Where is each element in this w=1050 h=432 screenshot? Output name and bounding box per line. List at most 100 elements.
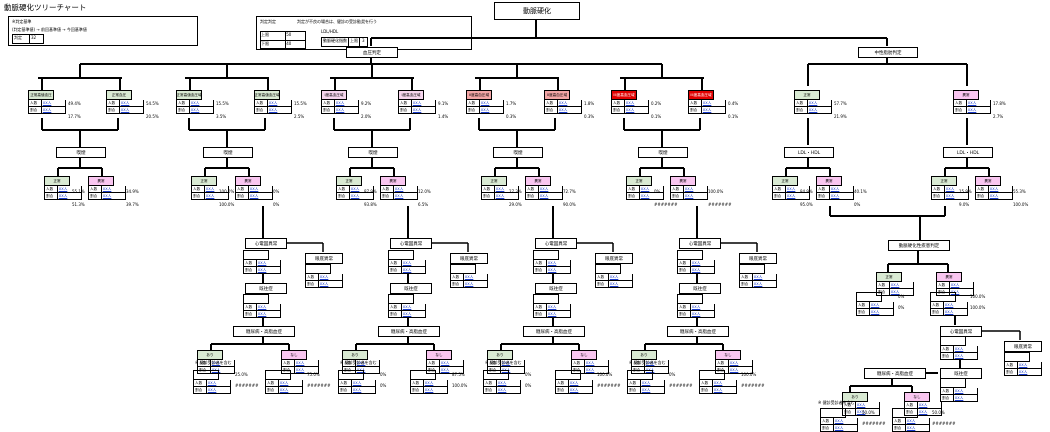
count-link[interactable]: XX人 bbox=[497, 380, 507, 385]
count-link[interactable]: XX人 bbox=[394, 193, 404, 198]
count-link[interactable]: XX人 bbox=[967, 100, 977, 105]
count-link[interactable]: XX人 bbox=[569, 387, 579, 392]
count-link[interactable]: XX人 bbox=[319, 281, 329, 286]
count-link[interactable]: XX人 bbox=[480, 107, 490, 112]
count-link[interactable]: XX人 bbox=[402, 311, 412, 316]
count-link[interactable]: XX人 bbox=[558, 100, 568, 105]
count-link[interactable]: XX人 bbox=[641, 387, 651, 392]
count-link[interactable]: XX人 bbox=[954, 346, 964, 351]
count-link[interactable]: XX人 bbox=[870, 309, 880, 314]
count-link[interactable]: XX人 bbox=[906, 418, 916, 423]
count-link[interactable]: XX人 bbox=[808, 100, 818, 105]
count-link[interactable]: XX人 bbox=[906, 425, 916, 430]
count-link[interactable]: XX人 bbox=[249, 193, 259, 198]
count-link[interactable]: XX人 bbox=[585, 360, 595, 365]
count-link[interactable]: XX人 bbox=[335, 100, 345, 105]
count-link[interactable]: XX人 bbox=[625, 100, 635, 105]
count-link[interactable]: XX人 bbox=[786, 186, 796, 191]
count-link[interactable]: XX人 bbox=[207, 387, 217, 392]
count-link[interactable]: XX人 bbox=[691, 260, 701, 265]
count-link[interactable]: XX人 bbox=[609, 274, 619, 279]
count-link[interactable]: XX人 bbox=[944, 302, 954, 307]
count-link[interactable]: XX人 bbox=[547, 304, 557, 309]
count-link[interactable]: XX人 bbox=[950, 282, 960, 287]
count-link[interactable]: XX人 bbox=[257, 311, 267, 316]
count-link[interactable]: XX人 bbox=[190, 100, 200, 105]
count-link[interactable]: XX人 bbox=[268, 100, 278, 105]
count-link[interactable]: XX人 bbox=[102, 193, 112, 198]
count-link[interactable]: XX人 bbox=[356, 367, 366, 372]
count-link[interactable]: XX人 bbox=[830, 193, 840, 198]
count-link[interactable]: XX人 bbox=[356, 360, 366, 365]
count-link[interactable]: XX人 bbox=[319, 274, 329, 279]
count-link[interactable]: XX人 bbox=[945, 193, 955, 198]
count-link[interactable]: XX人 bbox=[295, 360, 305, 365]
count-link[interactable]: XX人 bbox=[609, 281, 619, 286]
count-link[interactable]: XX人 bbox=[120, 100, 130, 105]
count-link[interactable]: XX人 bbox=[268, 107, 278, 112]
count-link[interactable]: XX人 bbox=[480, 100, 490, 105]
count-link[interactable]: XX人 bbox=[42, 100, 52, 105]
count-link[interactable]: XX人 bbox=[786, 193, 796, 198]
count-link[interactable]: XX人 bbox=[501, 367, 511, 372]
count-link[interactable]: XX人 bbox=[1018, 369, 1028, 374]
count-link[interactable]: XX人 bbox=[464, 274, 474, 279]
count-link[interactable]: XX人 bbox=[547, 267, 557, 272]
count-link[interactable]: XX人 bbox=[645, 367, 655, 372]
count-link[interactable]: XX人 bbox=[834, 425, 844, 430]
count-link[interactable]: XX人 bbox=[497, 387, 507, 392]
count-link[interactable]: XX人 bbox=[702, 100, 712, 105]
count-link[interactable]: XX人 bbox=[211, 360, 221, 365]
count-link[interactable]: XX人 bbox=[870, 302, 880, 307]
count-link[interactable]: XX人 bbox=[569, 380, 579, 385]
count-link[interactable]: XX人 bbox=[918, 409, 928, 414]
count-link[interactable]: XX人 bbox=[641, 380, 651, 385]
count-link[interactable]: XX人 bbox=[350, 186, 360, 191]
count-link[interactable]: XX人 bbox=[352, 380, 362, 385]
count-link[interactable]: XX人 bbox=[547, 311, 557, 316]
count-link[interactable]: XX人 bbox=[205, 186, 215, 191]
count-link[interactable]: XX人 bbox=[295, 367, 305, 372]
count-link[interactable]: XX人 bbox=[335, 107, 345, 112]
count-link[interactable]: XX人 bbox=[190, 107, 200, 112]
count-link[interactable]: XX人 bbox=[625, 107, 635, 112]
count-link[interactable]: XX人 bbox=[207, 380, 217, 385]
count-link[interactable]: XX人 bbox=[257, 304, 267, 309]
count-link[interactable]: XX人 bbox=[211, 367, 221, 372]
count-link[interactable]: XX人 bbox=[205, 193, 215, 198]
count-link[interactable]: XX人 bbox=[684, 193, 694, 198]
count-link[interactable]: XX人 bbox=[424, 380, 434, 385]
count-link[interactable]: XX人 bbox=[501, 360, 511, 365]
count-link[interactable]: XX人 bbox=[753, 274, 763, 279]
count-link[interactable]: XX人 bbox=[691, 311, 701, 316]
count-link[interactable]: XX人 bbox=[352, 387, 362, 392]
count-link[interactable]: XX人 bbox=[702, 107, 712, 112]
count-link[interactable]: XX人 bbox=[954, 388, 964, 393]
count-link[interactable]: XX人 bbox=[394, 186, 404, 191]
count-link[interactable]: XX人 bbox=[954, 395, 964, 400]
count-link[interactable]: XX人 bbox=[424, 387, 434, 392]
count-link[interactable]: XX人 bbox=[402, 260, 412, 265]
count-link[interactable]: XX人 bbox=[120, 107, 130, 112]
count-link[interactable]: XX人 bbox=[640, 186, 650, 191]
count-link[interactable]: XX人 bbox=[830, 186, 840, 191]
count-link[interactable]: XX人 bbox=[989, 186, 999, 191]
count-link[interactable]: XX人 bbox=[640, 193, 650, 198]
count-link[interactable]: XX人 bbox=[945, 186, 955, 191]
count-link[interactable]: XX人 bbox=[645, 360, 655, 365]
count-link[interactable]: XX人 bbox=[684, 186, 694, 191]
count-link[interactable]: XX人 bbox=[257, 267, 267, 272]
count-link[interactable]: XX人 bbox=[547, 260, 557, 265]
count-link[interactable]: XX人 bbox=[440, 360, 450, 365]
count-link[interactable]: XX人 bbox=[42, 107, 52, 112]
count-link[interactable]: XX人 bbox=[102, 186, 112, 191]
count-link[interactable]: XX人 bbox=[691, 304, 701, 309]
count-link[interactable]: XX人 bbox=[402, 267, 412, 272]
count-link[interactable]: XX人 bbox=[967, 107, 977, 112]
count-link[interactable]: XX人 bbox=[58, 193, 68, 198]
count-link[interactable]: XX人 bbox=[440, 367, 450, 372]
count-link[interactable]: XX人 bbox=[890, 282, 900, 287]
count-link[interactable]: XX人 bbox=[713, 380, 723, 385]
count-link[interactable]: XX人 bbox=[558, 107, 568, 112]
count-link[interactable]: XX人 bbox=[753, 281, 763, 286]
